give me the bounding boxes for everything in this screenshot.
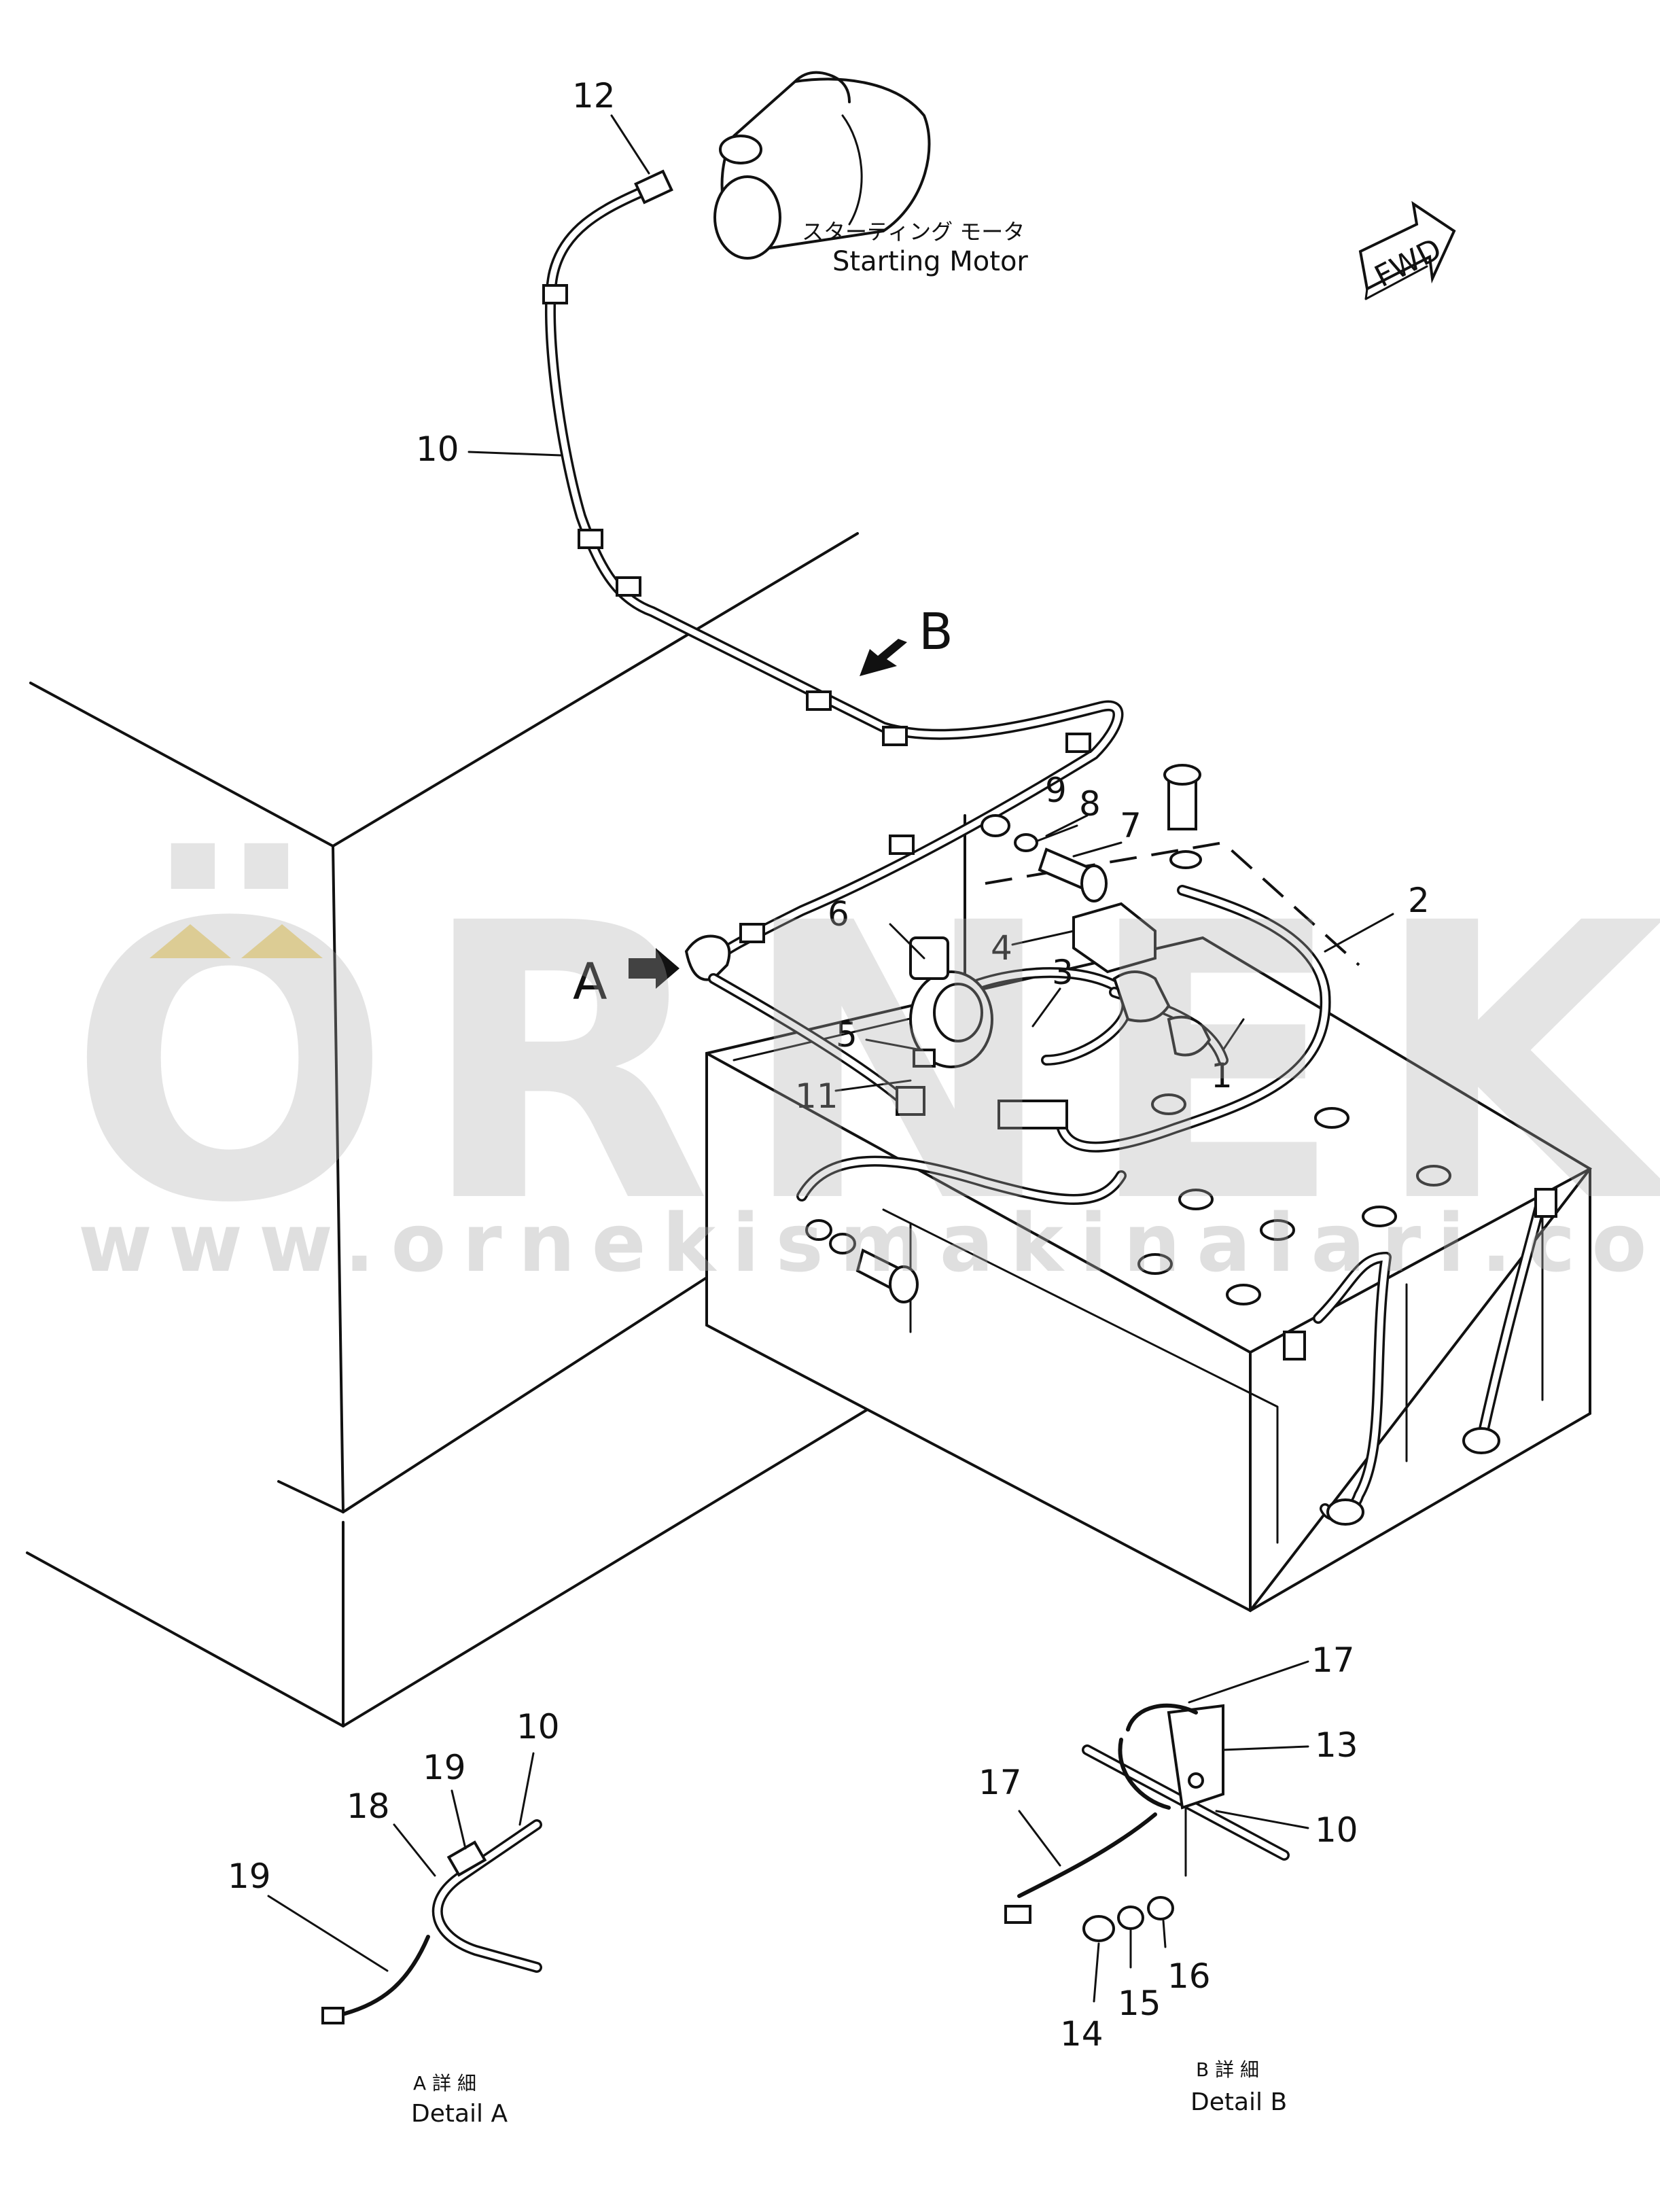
label-3: 3 (1052, 953, 1074, 992)
fasteners-top (805, 764, 1202, 1303)
terminal-12 (634, 169, 673, 205)
detail-a-label-10: 10 (516, 1707, 560, 1746)
label-8: 8 (1079, 784, 1101, 824)
label-9: 9 (1045, 771, 1067, 810)
terminal-cap-4 (1072, 902, 1212, 1057)
starting-motor (713, 71, 931, 260)
detail-a: 10 19 18 19 A 詳 細 Detail A (228, 1707, 560, 2128)
view-arrow-a: A (573, 948, 679, 1011)
detail-b-label-15: 15 (1118, 1984, 1161, 2023)
elbow-boot (684, 934, 731, 981)
detail-a-label-19-top: 19 (423, 1748, 466, 1787)
detail-b-label-16: 16 (1167, 1956, 1211, 1996)
watermark-accent-right (241, 924, 323, 958)
watermark-url: www.ornekismakinalari.com.tr (78, 1196, 1660, 1290)
detail-b-title-en: Detail B (1190, 2088, 1287, 2116)
battery-relay (896, 936, 1068, 1129)
cable-clips (542, 284, 1091, 943)
detail-b-title-jp: B 詳 細 (1196, 2058, 1259, 2081)
view-arrow-a-letter: A (573, 953, 607, 1011)
starting-motor-label-jp: スターティング モータ (802, 219, 1025, 245)
label-11: 11 (795, 1076, 838, 1116)
detail-a-label-19-left: 19 (228, 1857, 271, 1896)
watermark-accent-left (149, 924, 231, 958)
label-10: 10 (416, 429, 459, 469)
detail-b-label-13: 13 (1315, 1725, 1358, 1765)
cable-10 (542, 169, 1124, 1106)
detail-a-label-18: 18 (347, 1787, 390, 1826)
callouts: 12 10 9 8 7 6 4 3 2 1 5 11 (416, 76, 1430, 1116)
detail-a-title-en: Detail A (411, 2100, 508, 2128)
detail-b: 17 13 10 17 14 15 16 B 詳 細 Detail B (978, 1640, 1358, 2116)
label-12: 12 (572, 76, 616, 116)
label-1: 1 (1211, 1056, 1233, 1095)
label-2: 2 (1408, 881, 1430, 920)
label-5: 5 (836, 1015, 858, 1055)
label-6: 6 (828, 894, 849, 934)
detail-b-label-10: 10 (1315, 1810, 1358, 1850)
fwd-direction-arrow: FWD (1358, 200, 1456, 300)
detail-b-label-14: 14 (1060, 2014, 1103, 2054)
view-arrow-b: B (860, 603, 953, 676)
label-4: 4 (991, 928, 1012, 968)
detail-b-label-17-left: 17 (978, 1763, 1022, 1802)
watermark: ÖRNEK www.ornekismakinalari.com.tr (68, 839, 1660, 1290)
detail-b-label-17-top: 17 (1311, 1640, 1355, 1680)
label-7: 7 (1120, 806, 1142, 845)
view-arrow-b-letter: B (919, 603, 953, 661)
detail-a-title-jp: A 詳 細 (413, 2072, 476, 2094)
battery-caps (1137, 1093, 1451, 1305)
machine-frame (26, 532, 885, 1727)
watermark-brand: ÖRNEK (68, 839, 1660, 1286)
starting-motor-label-en: Starting Motor (832, 246, 1028, 277)
